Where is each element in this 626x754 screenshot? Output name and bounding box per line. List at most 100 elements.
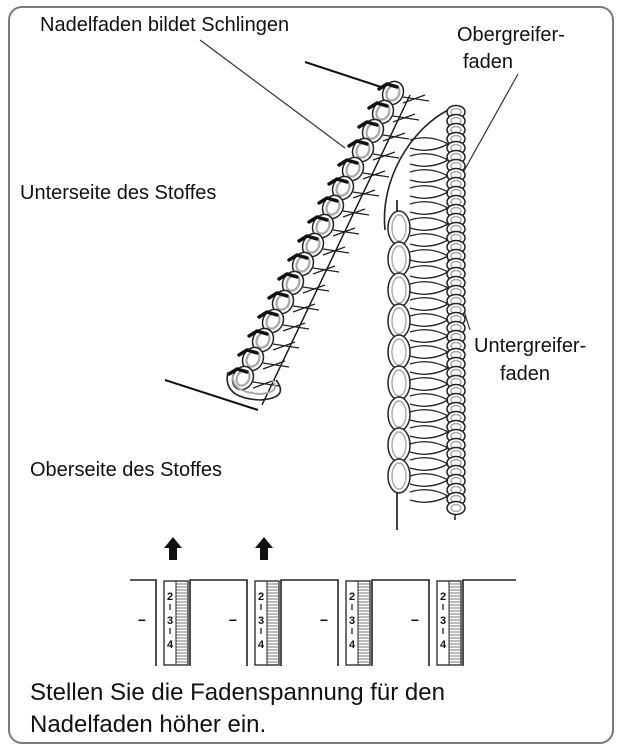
looper-cross-thread	[409, 351, 449, 359]
folded-cross-thread	[282, 322, 306, 332]
label-lower-looper-line1: Untergreifer-	[474, 335, 587, 357]
label-upper-looper-line2: faden	[463, 51, 514, 73]
instruction-line2: Nadelfaden höher ein.	[30, 711, 267, 738]
looper-cross-thread	[409, 153, 449, 161]
dial-scale-number: 4	[167, 639, 174, 651]
folded-cross-thread	[322, 248, 350, 254]
folded-cross-thread	[312, 267, 340, 273]
folded-cross-thread	[382, 132, 406, 142]
looper-cross-thread	[409, 431, 449, 439]
looper-cross-thread	[409, 233, 449, 241]
looper-cross-thread	[409, 447, 449, 455]
looper-cross-thread	[409, 383, 449, 391]
looper-cross-thread	[409, 473, 449, 481]
folded-cross-thread	[402, 96, 430, 102]
looper-cross-thread	[409, 319, 449, 327]
lower-looper-loop-inner	[391, 276, 407, 304]
looper-cross-thread	[409, 377, 449, 385]
looper-cross-thread	[409, 479, 449, 487]
tension-dial: 234−	[411, 580, 462, 666]
needle-stitch-mark	[307, 215, 329, 224]
label-needle-thread: Nadelfaden bildet Schlingen	[40, 14, 290, 36]
leader-lines	[199, 39, 519, 331]
folded-cross-thread	[402, 94, 426, 104]
needle-stitch-mark	[267, 291, 289, 300]
looper-cross-thread	[409, 271, 449, 279]
leader-needle-thread	[199, 39, 346, 149]
thread-tail-top	[304, 61, 385, 89]
folded-cross-thread	[362, 172, 390, 178]
looper-cross-thread	[409, 281, 449, 289]
folded-cross-thread	[332, 229, 360, 235]
looper-cross-thread	[409, 297, 449, 305]
lower-looper-loop-inner	[391, 245, 407, 273]
looper-cross-thread	[409, 217, 449, 225]
folded-cross-thread	[362, 170, 386, 180]
needle-stitch-mark	[317, 196, 339, 205]
folded-cross-thread	[252, 379, 276, 389]
looper-cross-thread	[409, 313, 449, 321]
lower-looper-loop-inner	[391, 307, 407, 335]
looper-cross-thread	[409, 255, 449, 263]
looper-cross-thread	[409, 201, 449, 209]
looper-cross-thread	[409, 345, 449, 353]
looper-cross-thread	[409, 287, 449, 295]
needle-stitch-mark	[287, 253, 309, 262]
needle-stitch-mark	[277, 272, 299, 281]
instruction-line1: Stellen Sie die Fadenspannung für den	[30, 679, 445, 706]
label-fabric-topside: Oberseite des Stoffes	[30, 459, 222, 481]
tension-dial: 234−	[138, 580, 189, 666]
dial-scale-number: 3	[440, 615, 446, 627]
raise-tension-arrow-icon	[255, 537, 273, 560]
looper-cross-thread	[409, 361, 449, 369]
needle-stitch-mark	[347, 139, 369, 148]
looper-cross-thread	[409, 495, 449, 503]
folded-cross-thread	[372, 151, 396, 161]
folded-cross-thread	[322, 246, 346, 256]
raise-tension-arrow-icon	[164, 537, 182, 560]
needle-stitch-mark	[377, 82, 399, 91]
folded-end-loop-inner	[231, 373, 276, 396]
dial-side-mark: −	[411, 612, 419, 628]
lower-looper-loop-inner	[391, 369, 407, 397]
fold-curve	[383, 109, 449, 231]
dial-scale-number: 2	[440, 591, 446, 603]
looper-cross-thread	[409, 329, 449, 337]
looper-cross-thread	[409, 185, 449, 193]
folded-cross-thread	[342, 210, 370, 216]
upper-looper-coil-inner	[450, 503, 462, 513]
label-lower-looper-line2: faden	[500, 363, 551, 385]
looper-cross-thread	[409, 425, 449, 433]
looper-cross-thread	[409, 399, 449, 407]
folded-cross-thread	[292, 305, 320, 311]
needle-stitch-mark	[357, 120, 379, 129]
folded-cross-thread	[392, 115, 420, 121]
looper-cross-thread	[409, 335, 449, 343]
folded-cross-thread	[342, 208, 366, 218]
looper-cross-thread	[409, 265, 449, 273]
tension-dials: 234−234−234−234−	[130, 537, 516, 666]
needle-stitch-mark	[297, 234, 319, 243]
looper-cross-thread	[409, 137, 449, 145]
dial-side-mark: −	[138, 612, 146, 628]
folded-cross-thread	[352, 189, 376, 199]
looper-cross-thread	[409, 223, 449, 231]
folded-cross-thread	[392, 113, 416, 123]
tension-dial: 234−	[320, 580, 371, 666]
looper-cross-thread	[409, 191, 449, 199]
tension-dial: 234−	[229, 580, 280, 666]
fabric-underside-strip	[164, 61, 430, 411]
dial-scale-number: 2	[258, 591, 264, 603]
looper-cross-thread	[409, 239, 449, 247]
instruction-text: Stellen Sie die Fadenspannung für den Na…	[30, 677, 445, 741]
dial-scale-number: 4	[349, 639, 356, 651]
folded-cross-thread	[382, 134, 410, 140]
needle-stitch-mark	[247, 329, 269, 338]
folded-cross-thread	[282, 324, 310, 330]
dial-scale-number: 4	[258, 639, 265, 651]
fabric-topside-strip	[383, 104, 466, 530]
dial-side-mark: −	[320, 612, 328, 628]
lower-looper-loop-inner	[391, 214, 407, 242]
looper-cross-thread	[409, 159, 449, 167]
folded-end-loop	[226, 371, 282, 401]
